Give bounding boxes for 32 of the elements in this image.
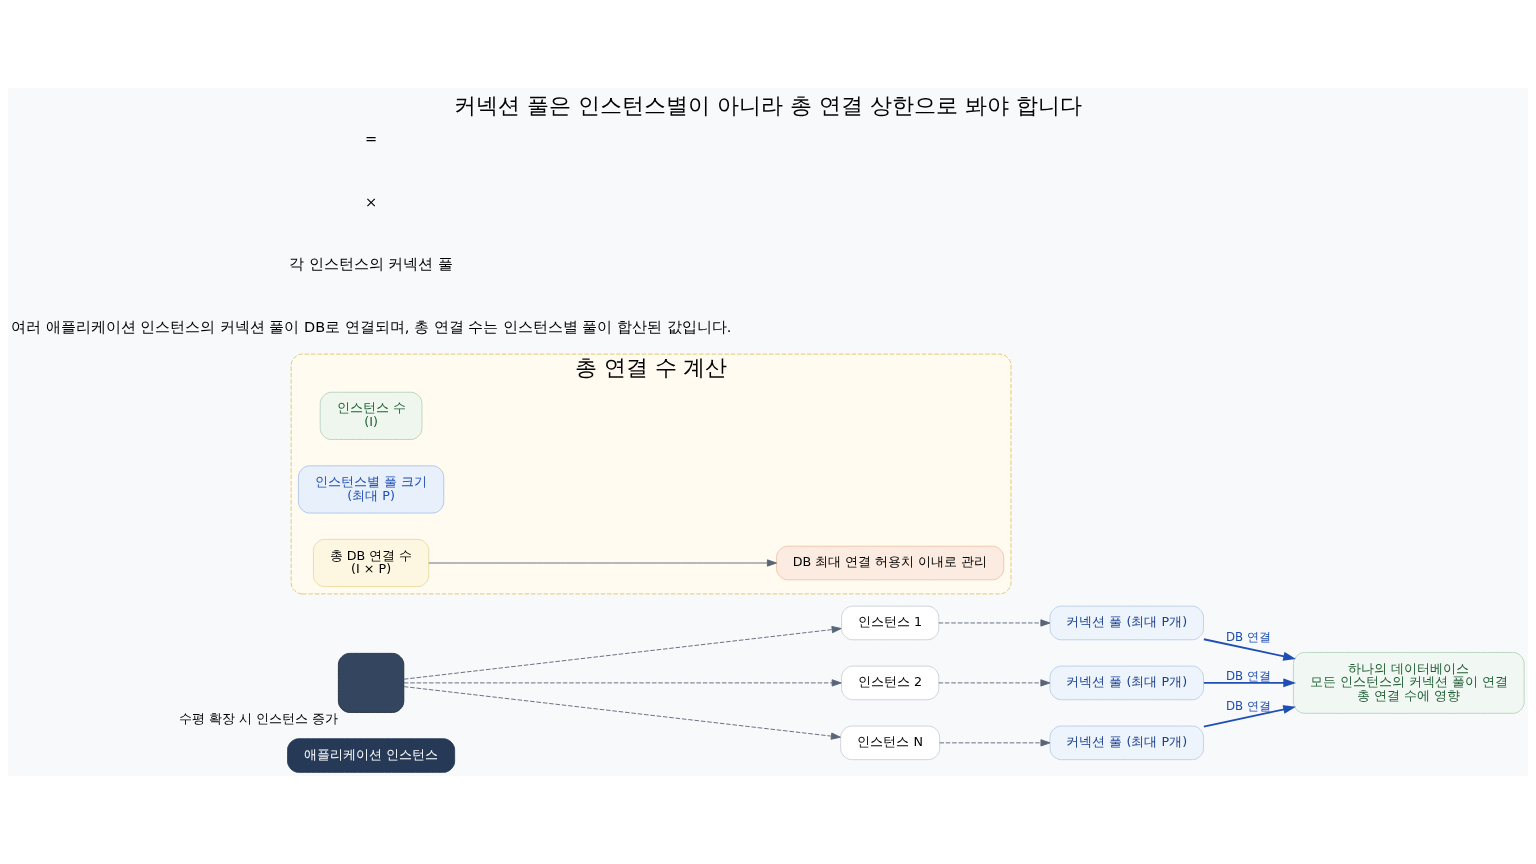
- node-box: 애플리케이션 인스턴스: [287, 738, 456, 773]
- node-box: 인스턴스별 풀 크기 (최대 P): [297, 465, 445, 514]
- arrow: [403, 686, 841, 740]
- arrow: [938, 619, 1051, 627]
- arrow: [939, 739, 1051, 747]
- diagram-title: 커넥션 풀은 인스턴스별이 아니라 총 연결 상한으로 봐야 합니다: [454, 92, 1082, 118]
- label: 여러 애플리케이션 인스턴스의 커넥션 풀이 DB로 연결되며, 총 연결 수는 인스턴스별 풀이 합산된 값입니다.: [10, 319, 732, 336]
- arrow: [1202, 638, 1296, 661]
- node-box: 인스턴스 1: [841, 605, 940, 641]
- arrow: [938, 679, 1051, 687]
- node-box: 커넥션 풀 (최대 P개): [1049, 605, 1204, 641]
- arrow: [403, 679, 842, 687]
- node-box: 커넥션 풀 (최대 P개): [1049, 665, 1204, 701]
- node-box: DB 최대 연결 허용치 이내로 관리: [776, 545, 1005, 581]
- node-label: 수평 확장 시 인스턴스 증가: [179, 710, 339, 726]
- label: ×: [365, 193, 378, 210]
- arrow: [1202, 678, 1297, 688]
- label: =: [365, 131, 378, 148]
- node-box: [337, 652, 405, 713]
- node-box: 총 DB 연결 수 (I × P): [312, 538, 430, 588]
- edge-label: DB 연결: [1226, 629, 1271, 644]
- node-box: 하나의 데이터베이스 모든 인스턴스의 커넥션 풀이 연결 총 연결 수에 영향: [1292, 652, 1525, 714]
- edge-label: DB 연결: [1226, 698, 1271, 713]
- node-box: 인스턴스 N: [840, 725, 941, 761]
- edge-label: DB 연결: [1226, 668, 1271, 683]
- arrow: [1202, 705, 1296, 728]
- arrow: [403, 625, 842, 680]
- node-box: 인스턴스 수 (I): [319, 391, 423, 440]
- node-box: 커넥션 풀 (최대 P개): [1049, 725, 1204, 761]
- arrow: [428, 559, 777, 567]
- label: 각 인스턴스의 커넥션 풀: [289, 256, 454, 273]
- node-box: 인스턴스 2: [841, 665, 940, 701]
